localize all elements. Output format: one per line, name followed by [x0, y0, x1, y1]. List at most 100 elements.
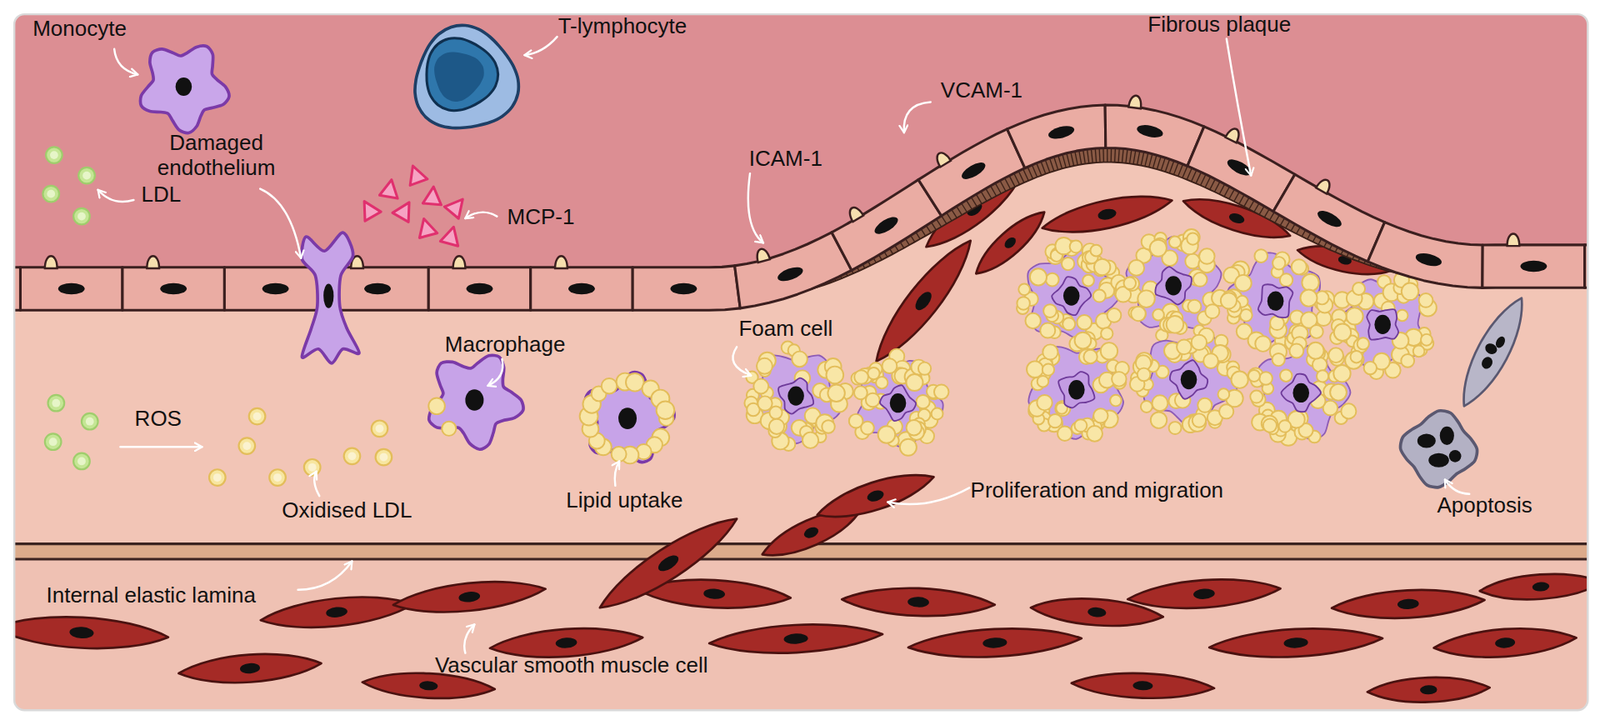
lipid-droplet: [1045, 273, 1060, 287]
endothelial-cell: [1273, 174, 1385, 262]
cell-body: [140, 45, 230, 134]
callout-label: Lipid uptake: [565, 487, 683, 513]
nucleus: [1267, 291, 1285, 311]
lipid-droplet: [1413, 345, 1425, 358]
nuclear-fragment: [1428, 453, 1449, 468]
lipid-droplet: [882, 358, 898, 374]
particle-core: [85, 417, 95, 426]
transmigrating-monocyte: [301, 232, 360, 364]
lipid-droplet: [821, 420, 835, 433]
lipid-droplet: [601, 378, 618, 395]
lipid-droplet: [1187, 300, 1201, 314]
particle-core: [380, 453, 389, 462]
oxidised-ldl-particle: [269, 469, 286, 486]
nucleus: [1531, 581, 1550, 592]
mcp1-molecule: [444, 193, 470, 219]
leader-arrow: [120, 445, 202, 448]
macrophage: [428, 355, 524, 450]
lipid-droplet: [1401, 283, 1419, 300]
smooth-muscle-cell: [14, 612, 170, 653]
apoptotic-cell: [1450, 290, 1535, 414]
lipid-droplet: [1345, 307, 1363, 325]
particle: [304, 459, 321, 476]
lipid-droplet: [1291, 259, 1307, 275]
oxidised-ldl-particle: [249, 408, 266, 425]
particle-core: [273, 473, 282, 482]
callout-label: T-lymphocyte: [558, 13, 688, 39]
callout-label: VCAM-1: [940, 77, 1023, 103]
particle-core: [242, 441, 251, 450]
smooth-muscle-cell: [907, 624, 1083, 661]
ldl-particle: [81, 413, 99, 430]
nucleus: [1096, 207, 1117, 222]
lipid-droplet: [1048, 414, 1062, 428]
lipid-droplet: [1307, 342, 1325, 360]
lipid-droplet: [860, 421, 875, 435]
lipid-droplet: [825, 366, 844, 385]
lipid-droplet: [1076, 315, 1092, 330]
lipid-droplet: [611, 446, 627, 462]
cell-body: [14, 612, 170, 653]
cell-body: [708, 620, 884, 658]
lipid-droplet: [1040, 322, 1055, 338]
nucleus: [1135, 122, 1165, 140]
lipid-droplet: [1185, 254, 1200, 270]
lipid-droplet: [428, 398, 445, 415]
lipid-droplet: [900, 439, 917, 456]
leader-arrow: [114, 49, 138, 75]
lipid-droplet: [1090, 245, 1103, 257]
lipid-droplet: [1310, 325, 1324, 339]
cell-core: [880, 385, 916, 421]
particle-core: [77, 457, 86, 466]
lipid-droplet: [1025, 313, 1040, 329]
adhesion-molecule: [846, 205, 864, 222]
lipid-droplet: [1130, 306, 1145, 321]
endothelial-cell: [1187, 126, 1295, 212]
callout-label: Internal elastic lamina: [45, 582, 255, 608]
cell-body: [813, 464, 939, 529]
cell-body: [1039, 186, 1175, 241]
leader-arrow: [298, 560, 353, 590]
cell-body: [1143, 335, 1237, 429]
fibrous-cap: [800, 145, 1413, 292]
callout-label: Proliferation and migration: [970, 477, 1225, 503]
nucleus: [787, 385, 805, 405]
endothelial-cell: [20, 267, 122, 310]
foam-cell: [1130, 325, 1249, 435]
particle: [48, 395, 65, 412]
nucleus: [1063, 285, 1080, 305]
foam-cell: [1330, 272, 1437, 380]
cell-body: [750, 355, 842, 444]
leader-arrow: [615, 460, 620, 485]
lipid-droplet: [1420, 334, 1433, 346]
cell-body: [1366, 675, 1490, 705]
ldl-particle: [73, 453, 90, 470]
particle: [344, 448, 361, 465]
mcp1-molecule: [404, 162, 428, 185]
lipid-droplet: [1263, 419, 1277, 433]
cell-body: [415, 25, 519, 128]
ldl-particle: [45, 146, 63, 164]
particle: [239, 437, 256, 455]
nuclear-fragment: [1440, 426, 1455, 445]
particle: [45, 433, 62, 450]
lipid-droplet: [769, 419, 785, 435]
lipid-droplet: [1093, 290, 1106, 303]
cell-core: [1366, 309, 1399, 340]
nucleus: [890, 393, 907, 413]
callout-label: Oxidised LDL: [281, 497, 412, 523]
nucleus: [458, 590, 481, 604]
nucleus-core: [434, 52, 485, 102]
smooth-muscle-cell: [391, 575, 547, 619]
lipid-droplet: [1350, 350, 1363, 363]
cell-body: [429, 355, 524, 450]
macrophage: [580, 372, 675, 465]
ldl-particle: [42, 185, 60, 203]
cell-body: [1125, 236, 1221, 330]
callout-label: ROS: [135, 405, 182, 431]
lipid-droplet: [1300, 290, 1317, 307]
particle-core: [50, 150, 59, 160]
cell-body: [259, 590, 415, 635]
cell-body: [1126, 575, 1282, 614]
